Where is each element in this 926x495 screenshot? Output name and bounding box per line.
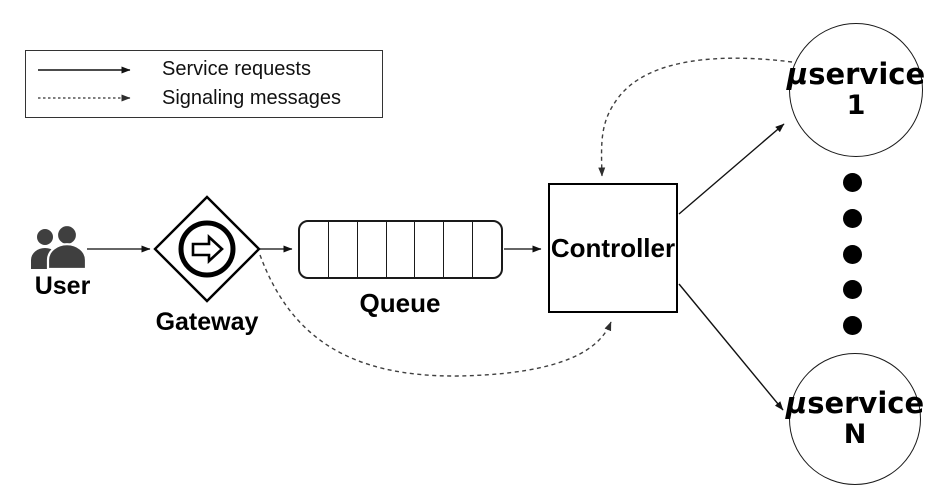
- legend-label: Service requests: [162, 58, 311, 81]
- service-word: service: [807, 386, 925, 421]
- dashed-arrow-icon: [38, 94, 131, 102]
- ellipsis-dot: [843, 208, 862, 228]
- queue-slot: [329, 222, 358, 277]
- microservice-1-index: 1: [846, 90, 866, 122]
- queue-slot: [358, 222, 387, 277]
- microservice-n-index: N: [843, 419, 867, 451]
- ellipsis-dot: [843, 280, 862, 300]
- queue-slot: [444, 222, 474, 277]
- legend-item-service-requests: Service requests: [36, 58, 382, 81]
- ellipsis-dot: [843, 244, 862, 264]
- gateway-node: [153, 195, 261, 303]
- ellipsis-dots: [843, 173, 862, 335]
- solid-arrow-icon: [38, 66, 131, 74]
- users-icon: [31, 223, 88, 271]
- queue-slot: [473, 222, 501, 277]
- gateway-label: Gateway: [155, 308, 259, 336]
- microservice-1-node: μservice 1: [787, 23, 925, 157]
- ellipsis-dot: [843, 316, 862, 335]
- arrow-controller-to-microservice-1: [678, 123, 785, 215]
- legend-item-signaling-messages: Signaling messages: [36, 87, 382, 110]
- legend: Service requests Signaling messages: [25, 50, 383, 118]
- microservice-n-name: μservice: [786, 389, 924, 419]
- queue-node: [298, 220, 503, 279]
- ellipsis-dot: [843, 173, 862, 192]
- mu-symbol: μ: [786, 57, 809, 92]
- arrow-controller-to-microservice-n: [678, 283, 784, 411]
- user-label: User: [34, 272, 91, 300]
- queue-slot: [387, 222, 416, 277]
- mu-symbol: μ: [785, 386, 808, 421]
- signal-arrow-microservice-1-to-controller: [598, 57, 793, 177]
- gateway-arrow-icon: [191, 234, 224, 264]
- microservice-1-name: μservice: [787, 60, 925, 90]
- controller-node: Controller: [548, 183, 678, 313]
- gateway-circle: [178, 220, 236, 278]
- legend-label: Signaling messages: [162, 86, 341, 109]
- service-word: service: [808, 57, 926, 92]
- queue-slot: [300, 222, 329, 277]
- microservice-n-node: μservice N: [786, 353, 924, 485]
- queue-label: Queue: [359, 288, 441, 318]
- signal-arrow-gateway-to-controller: [259, 254, 612, 377]
- queue-slot: [415, 222, 445, 277]
